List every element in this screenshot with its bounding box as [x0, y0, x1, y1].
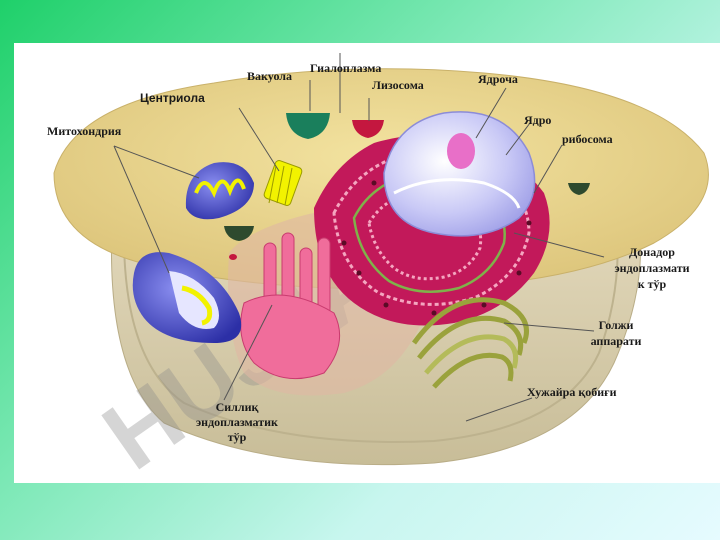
label-donador-line2: эндоплазмати	[614, 261, 690, 275]
lysosome	[352, 120, 384, 138]
leader-lines	[113, 53, 605, 422]
label-smooth-er-line2: эндоплазматик	[196, 415, 278, 429]
label-tsentriola: Центриола	[140, 91, 205, 105]
label-donador-line3: к тўр	[637, 277, 667, 291]
vesicle-right	[568, 183, 590, 195]
label-lizosoma: Лизосома	[372, 78, 424, 92]
label-ribosoma: рибосома	[562, 132, 613, 146]
label-donador-er: Донадор эндоплазмати к тўр	[602, 245, 702, 291]
slide-canvas: HUJJAT4	[14, 43, 720, 483]
nucleus	[383, 111, 536, 237]
label-vakuola: Вакуола	[247, 69, 293, 83]
centriole	[263, 160, 303, 206]
cell-wall-inner	[123, 202, 619, 443]
label-cell-wall: Хужайра қобиғи	[527, 385, 617, 399]
label-donador-line1: Донадор	[629, 245, 675, 259]
label-smooth-er-line1: Силлиқ	[215, 400, 259, 414]
mitochondrion-upper	[185, 162, 254, 220]
label-smooth-er: Силлиқ эндоплазматик тўр	[182, 400, 292, 444]
label-smooth-er-line3: тўр	[227, 430, 247, 444]
vesicle-left	[224, 226, 254, 241]
golgi-apparatus	[411, 297, 529, 389]
label-gialoplazma: Гиалоплазма	[310, 61, 382, 75]
ribosome-dot	[229, 254, 237, 260]
nucleolus	[447, 133, 475, 169]
label-yadro: Ядро	[524, 113, 552, 127]
label-golji-line2: аппарати	[590, 334, 642, 348]
label-golji: Голжи аппарати	[576, 318, 656, 348]
label-mitokhondriya: Митохондрия	[47, 124, 122, 138]
cell-illustration: HUJJAT4	[53, 53, 709, 483]
label-yadrocha: Ядроча	[478, 72, 518, 86]
smooth-er	[240, 232, 341, 380]
mitochondrion-lower	[132, 252, 242, 343]
label-golji-line1: Голжи	[598, 318, 634, 332]
vacuole	[286, 113, 330, 139]
